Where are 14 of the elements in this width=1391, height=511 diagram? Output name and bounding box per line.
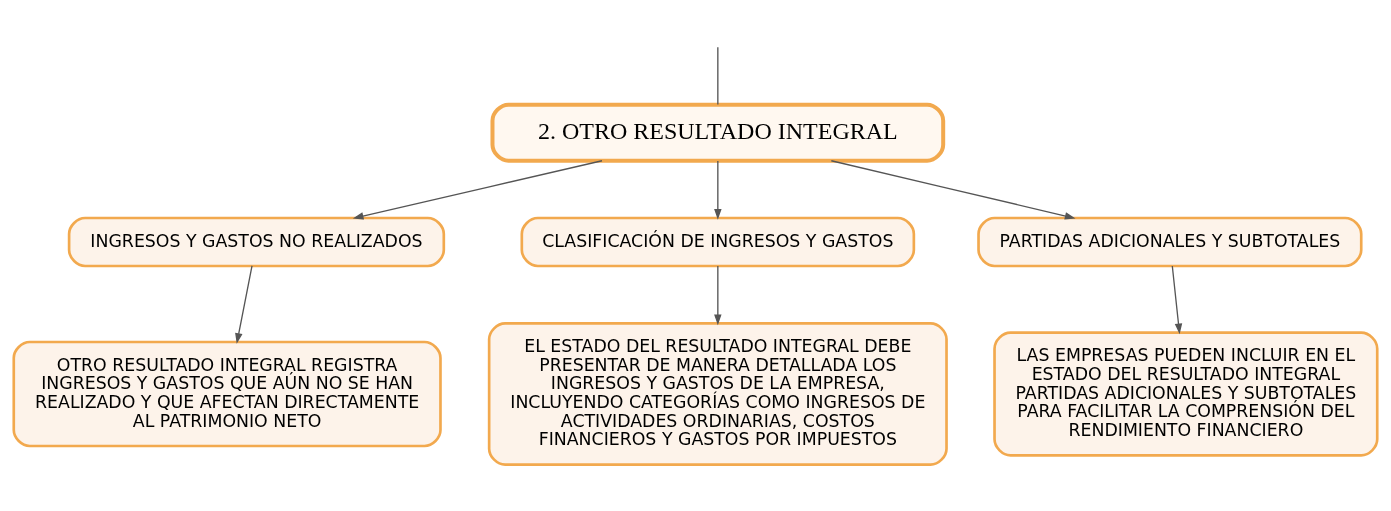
node-box: LAS EMPRESAS PUEDEN INCLUIR EN EL ESTADO DEL RESULTADO INTEGRAL PARTIDAS ADICIONALES Y SUBTOTALES PARA FACILITAR LA COMPRENSIÓN DEL RENDIMIENTO FINANCIERO [993, 331, 1379, 457]
node-box: OTRO RESULTADO INTEGRAL REGISTRA INGRESOS Y GASTOS QUE AÚN NO SE HAN REALIZADO Y QUE AFECTAN DIRECTAMENTE AL PATRIMONIO NETO [12, 340, 442, 448]
node-box: EL ESTADO DEL RESULTADO INTEGRAL DEBE PRESENTAR DE MANERA DETALLADA LOS INGRESOS Y GASTOS DE LA EMPRESA, INCLUYENDO CATEGORÍAS COMO INGRESOS DE ACTIVIDADES ORDINARIAS, COSTOS FINANCIEROS Y GASTOS POR IMPUESTOS [487, 322, 948, 466]
node-box: 2. OTRO RESULTADO INTEGRAL [490, 102, 946, 163]
arrow [830, 160, 1076, 220]
arrow [352, 160, 603, 220]
node-box: PARTIDAS ADICIONALES Y SUBTOTALES [977, 216, 1363, 268]
arrow [1171, 265, 1183, 335]
node-box: INGRESOS Y GASTOS NO REALIZADOS [67, 216, 446, 268]
connector [717, 46, 719, 106]
arrow [714, 265, 722, 326]
node-box: CLASIFICACIÓN DE INGRESOS Y GASTOS [520, 216, 916, 268]
arrow [714, 160, 722, 220]
arrow [235, 265, 253, 344]
